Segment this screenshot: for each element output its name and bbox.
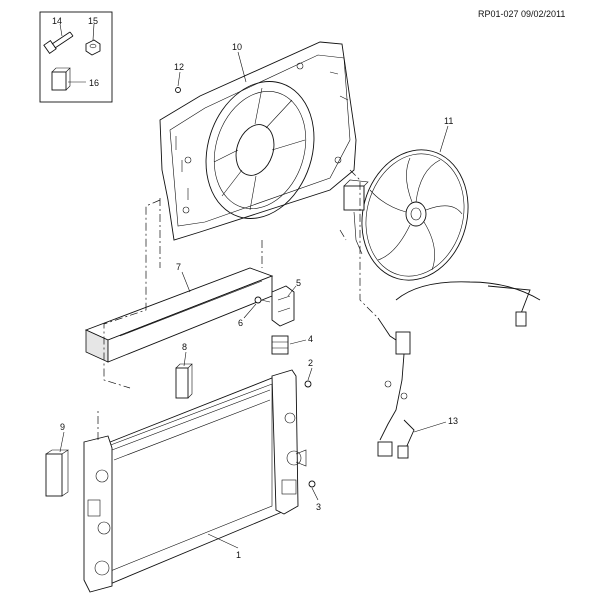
fan-motor-11 <box>343 149 469 281</box>
bracket-5 <box>271 285 295 327</box>
callout-16: 16 <box>89 78 99 88</box>
callout-13: 13 <box>448 416 458 426</box>
drain-plug-3 <box>308 480 316 488</box>
wiring-harness-13 <box>377 281 541 459</box>
callout-15: 15 <box>88 16 98 26</box>
pad-9 <box>45 449 69 497</box>
callout-9: 9 <box>60 422 65 432</box>
callout-5: 5 <box>296 278 301 288</box>
fastener-inset: 14 15 16 <box>39 11 113 103</box>
bolt-14 <box>43 31 74 55</box>
reference-code: RP01-027 09/02/2011 <box>478 9 565 19</box>
fan-shroud-10 <box>159 41 357 241</box>
insulator-4 <box>271 335 289 355</box>
pad-8 <box>175 363 193 399</box>
callout-14: 14 <box>52 16 62 26</box>
callout-3: 3 <box>316 502 321 512</box>
bolt-2 <box>304 380 312 388</box>
nut-15 <box>85 39 101 56</box>
radiator-1 <box>83 369 307 593</box>
screw-12 <box>175 87 181 93</box>
callout-1: 1 <box>236 550 241 560</box>
bolt-6 <box>254 296 271 304</box>
inset-frame <box>39 11 113 103</box>
air-deflector-7 <box>84 267 274 363</box>
callout-2: 2 <box>308 358 313 368</box>
callout-10: 10 <box>232 42 242 52</box>
callout-12: 12 <box>174 62 184 72</box>
callout-7: 7 <box>176 262 181 272</box>
callout-4: 4 <box>308 334 313 344</box>
callout-6: 6 <box>238 318 243 328</box>
alignment-lines <box>97 169 379 440</box>
callout-11: 11 <box>444 116 453 126</box>
callout-8: 8 <box>182 342 187 352</box>
clip-16 <box>51 67 71 91</box>
